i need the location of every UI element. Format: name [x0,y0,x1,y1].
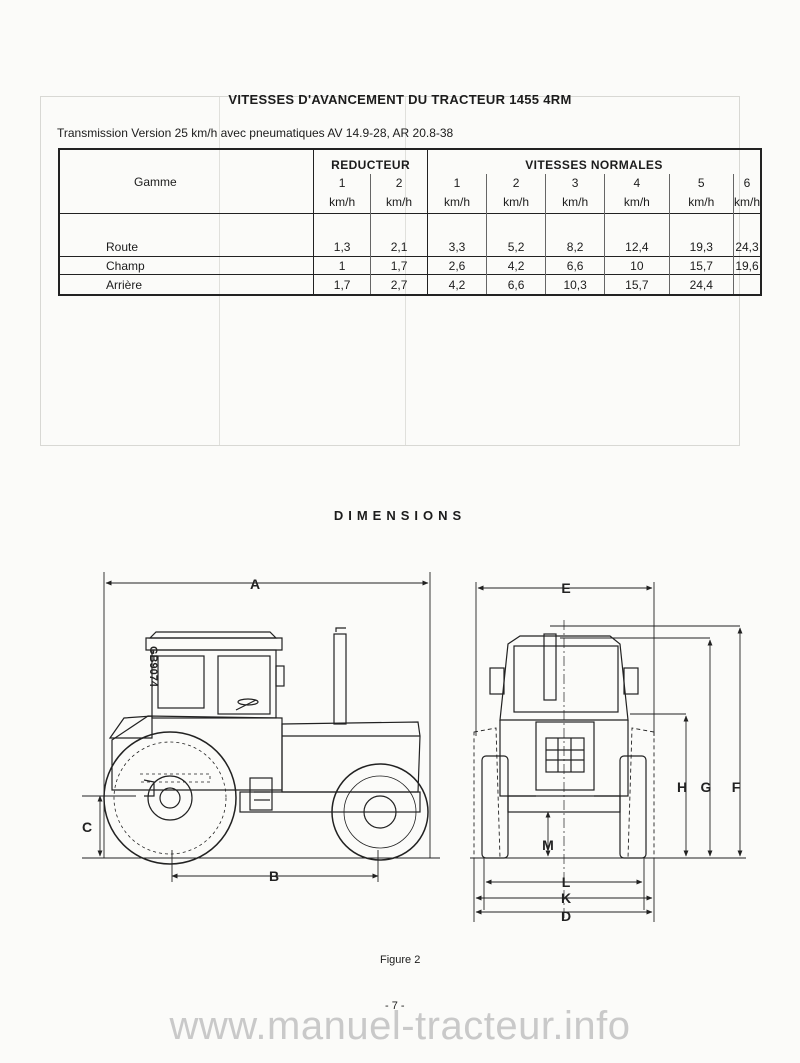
speed-cell: 10,3 [545,274,605,295]
speed-cell: 4,2 [486,256,546,275]
figure-caption: Figure 2 [380,954,421,966]
gear-number: 5 [668,174,734,191]
gear-number: 4 [604,174,670,191]
speed-cell: 4,2 [426,274,487,295]
row-label: Champ [59,256,314,275]
unit-label: km/h [370,191,428,214]
dim-label-d: D [561,908,571,924]
table-row-arriere: Arrière 1,7 2,7 4,2 6,6 10,3 15,7 24,4 [59,274,761,295]
gear-number: 2 [370,174,428,191]
dim-label-k: K [561,890,571,906]
cab-marking-text: GB9074 [147,646,159,688]
speed-cell: 2,1 [370,213,428,257]
dim-label-b: B [269,868,279,884]
front-dimension-lines [473,582,746,922]
speed-cell: 24,4 [668,274,734,295]
dim-label-c: C [82,819,92,835]
speed-cell: 3,3 [426,213,487,257]
dim-label-m: M [542,837,554,853]
speed-cell: 12,4 [604,213,670,257]
unit-label: km/h [313,191,371,214]
unit-label: km/h [604,191,670,214]
side-view-tractor [82,627,440,865]
normales-header: VITESSES NORMALES [427,149,761,174]
table-row-champ: Champ 1 1,7 2,6 4,2 6,6 10 15,7 19,6 [59,256,761,275]
unit-label: km/h [545,191,605,214]
gear-number: 2 [486,174,546,191]
speed-cell: 15,7 [604,274,670,295]
dim-label-f: F [732,779,741,795]
speed-cell: 1,7 [313,274,371,295]
dim-label-e: E [561,580,570,596]
speed-cell: 8,2 [545,213,605,257]
speed-cell: 10 [604,256,670,275]
side-dimension-lines [82,572,431,882]
row-label: Arrière [59,274,314,295]
table-row-route: Route 1,3 2,1 3,3 5,2 8,2 12,4 19,3 24,3 [59,213,761,257]
speed-cell: 2,7 [370,274,428,295]
unit-label: km/h [732,191,761,214]
speed-cell: 15,7 [668,256,734,275]
speed-cell: 6,6 [545,256,605,275]
page-title: VITESSES D'AVANCEMENT DU TRACTEUR 1455 4… [228,92,572,107]
speed-cell: 5,2 [486,213,546,257]
gear-number: 1 [313,174,371,191]
gear-number: 3 [545,174,605,191]
speed-cell [732,274,761,295]
row-label: Route [59,213,314,257]
reducteur-header: REDUCTEUR [313,149,428,174]
speed-cell: 19,3 [668,213,734,257]
dim-label-h: H [677,779,687,795]
unit-label: km/h [426,191,487,214]
dimensions-title: DIMENSIONS [333,508,467,523]
transmission-subtitle: Transmission Version 25 km/h avec pneuma… [57,126,454,140]
speed-cell: 19,6 [732,256,761,275]
page-number: - 7 - [385,1000,405,1012]
speed-cell: 1,7 [370,256,428,275]
speed-cell: 2,6 [426,256,487,275]
gamme-header: Gamme [134,174,177,189]
site-watermark: www.manuel-tracteur.info [169,1004,631,1048]
speed-cell: 6,6 [486,274,546,295]
dim-label-a: A [250,576,260,592]
front-view-tractor [470,620,720,920]
unit-label: km/h [486,191,546,214]
gear-number: 1 [426,174,487,191]
speed-table: Gamme REDUCTEUR VITESSES NORMALES 1 2 1 … [58,148,762,296]
dim-label-l: L [562,874,571,890]
tractor-dimension-drawing: A B C E F G H M L K D GB9074 [82,572,746,924]
unit-label: km/h [668,191,734,214]
dim-label-g: G [701,779,712,795]
speed-cell: 1 [313,256,371,275]
speed-cell: 24,3 [732,213,761,257]
speed-cell: 1,3 [313,213,371,257]
gear-number: 6 [732,174,761,191]
